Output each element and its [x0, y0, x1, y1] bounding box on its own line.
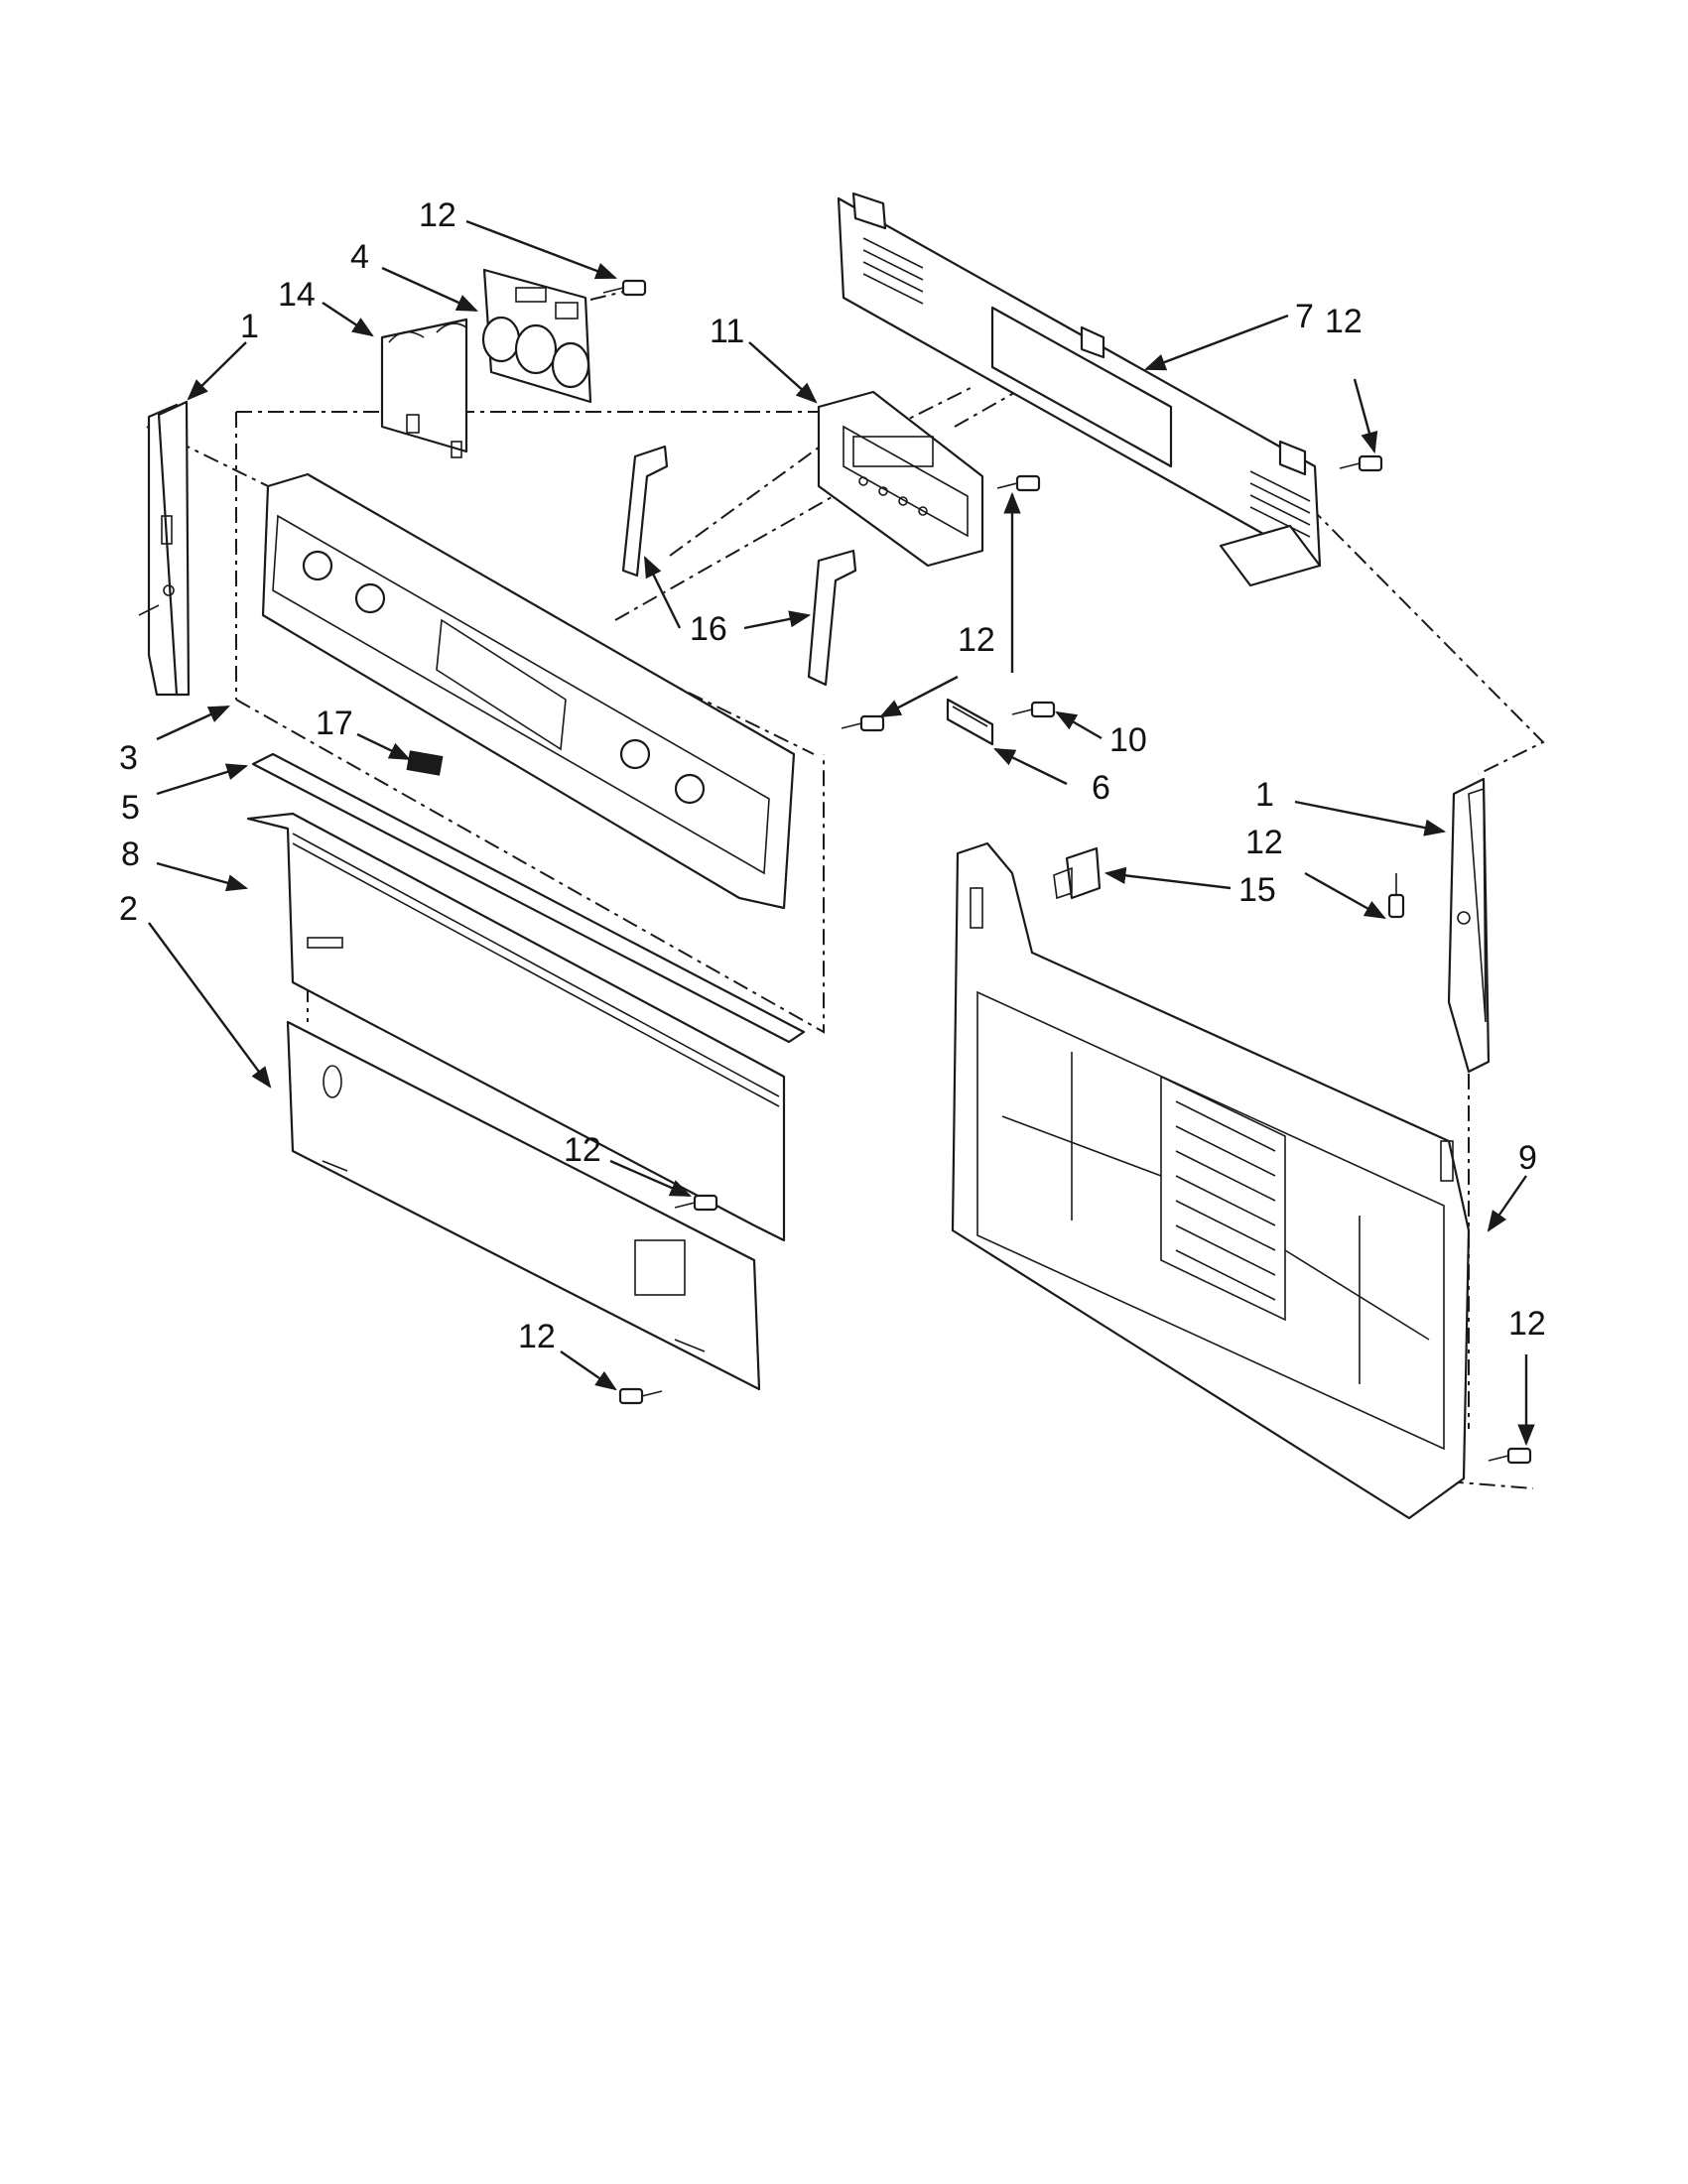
callout-14: 14 [278, 276, 316, 314]
callout-16: 16 [690, 610, 727, 648]
callout-labels: 12 4 14 1 11 7 12 16 12 10 6 3 17 5 8 2 … [119, 196, 1546, 1355]
callout-3: 3 [119, 739, 138, 777]
part-5-trim [251, 752, 806, 1044]
callout-15: 15 [1238, 871, 1276, 909]
screw-12-mid [841, 714, 885, 732]
screw-12-right-mid [1387, 873, 1405, 919]
screw-12-bottom [618, 1387, 663, 1405]
part-9-rear-panel [951, 841, 1471, 1520]
part-2-access-cover [286, 1020, 761, 1391]
callout-10: 10 [1109, 721, 1147, 759]
part-1-right-end-bracket [1447, 777, 1491, 1074]
screw-10 [1011, 701, 1056, 718]
part-16-control-bracket-upper [621, 445, 669, 578]
part-16-control-bracket-lower [807, 549, 857, 687]
part-11-electronic-control [817, 390, 984, 568]
part-15-clip [1053, 846, 1102, 900]
part-6-clip [946, 698, 994, 746]
callout-12-right-bottom: 12 [1508, 1305, 1546, 1343]
leader-arrows [148, 219, 1535, 1447]
callout-12-bottom: 12 [518, 1318, 556, 1355]
callout-2: 2 [119, 890, 138, 928]
part-1-left-end-bracket [138, 400, 191, 697]
callout-12-top: 12 [419, 196, 456, 234]
callout-5: 5 [121, 789, 140, 827]
screw-12-lower [674, 1194, 718, 1212]
callout-17: 17 [316, 705, 353, 742]
callout-1-right: 1 [1255, 776, 1274, 814]
part-7-console-rear-panel [837, 192, 1322, 587]
screw-12-right-top [1339, 454, 1383, 472]
callout-12-lower: 12 [564, 1131, 601, 1169]
callout-6: 6 [1092, 769, 1110, 807]
callout-7: 7 [1295, 298, 1314, 335]
callout-12-right-mid: 12 [1245, 824, 1283, 861]
callout-8: 8 [121, 835, 140, 873]
part-4-switch-board [481, 268, 592, 404]
screw-12-right-bottom [1488, 1447, 1532, 1465]
part-3-control-panel [261, 472, 796, 910]
screw-12-control [996, 474, 1041, 492]
callout-11: 11 [710, 313, 744, 350]
part-8-lower-bracket [246, 812, 786, 1242]
callout-1-left: 1 [240, 308, 259, 345]
screw-12-top [602, 279, 647, 297]
callout-4: 4 [350, 238, 369, 276]
part-14-switch-bracket [380, 318, 468, 458]
callout-12-right-top: 12 [1325, 303, 1363, 340]
callout-9: 9 [1518, 1139, 1537, 1177]
callout-12-mid: 12 [958, 621, 995, 659]
